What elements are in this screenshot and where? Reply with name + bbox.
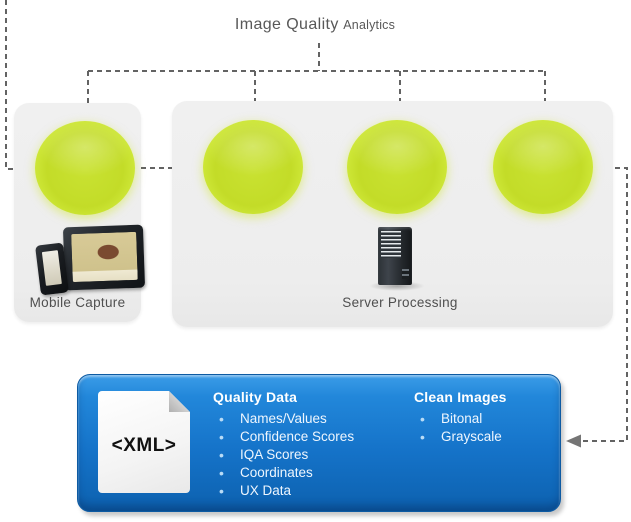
input-connector-line xyxy=(5,0,19,170)
list-item: Bitonal xyxy=(414,410,507,428)
mobile-devices-icon xyxy=(35,222,146,296)
server-lights xyxy=(402,269,409,279)
process-step-circle-1 xyxy=(35,121,135,215)
clean-images-heading: Clean Images xyxy=(414,389,507,405)
mobile-capture-label: Mobile Capture xyxy=(29,295,126,310)
xml-label: <XML> xyxy=(111,435,177,456)
process-step-circle-3 xyxy=(347,120,447,214)
page-title: Image Quality Analytics xyxy=(150,16,480,34)
xml-document-fold xyxy=(169,391,190,412)
server-processing-label: Server Processing xyxy=(342,295,458,310)
list-item: Confidence Scores xyxy=(213,428,354,446)
clean-images-column: Clean Images BitonalGrayscale xyxy=(414,389,507,446)
tablet-screen xyxy=(71,231,138,283)
server-tower xyxy=(378,227,412,285)
quality-data-heading: Quality Data xyxy=(213,389,298,405)
server-vents xyxy=(381,231,401,258)
list-item: Grayscale xyxy=(414,428,507,446)
output-arrowhead-icon xyxy=(566,434,581,448)
quality-data-column: Quality Data Names/ValuesConfidence Scor… xyxy=(213,389,354,500)
list-item: Names/Values xyxy=(213,410,354,428)
title-sub: Analytics xyxy=(343,18,396,32)
quality-data-list: Names/ValuesConfidence ScoresIQA ScoresC… xyxy=(213,410,354,500)
server-shadow xyxy=(369,281,425,291)
list-item: IQA Scores xyxy=(213,446,354,464)
process-step-circle-2 xyxy=(203,120,303,214)
output-connector-line xyxy=(581,167,628,442)
list-item: Coordinates xyxy=(213,464,354,482)
smartphone-icon xyxy=(35,242,69,296)
xml-document-icon: <XML> xyxy=(98,391,190,493)
list-item: UX Data xyxy=(213,482,354,500)
clean-images-list: BitonalGrayscale xyxy=(414,410,507,446)
title-main: Image Quality xyxy=(234,16,339,33)
server-icon xyxy=(369,227,425,291)
process-step-circle-4 xyxy=(493,120,593,214)
smartphone-screen xyxy=(41,250,62,286)
tablet-icon xyxy=(62,224,146,291)
output-panel: <XML> Quality Data Names/ValuesConfidenc… xyxy=(77,374,561,512)
